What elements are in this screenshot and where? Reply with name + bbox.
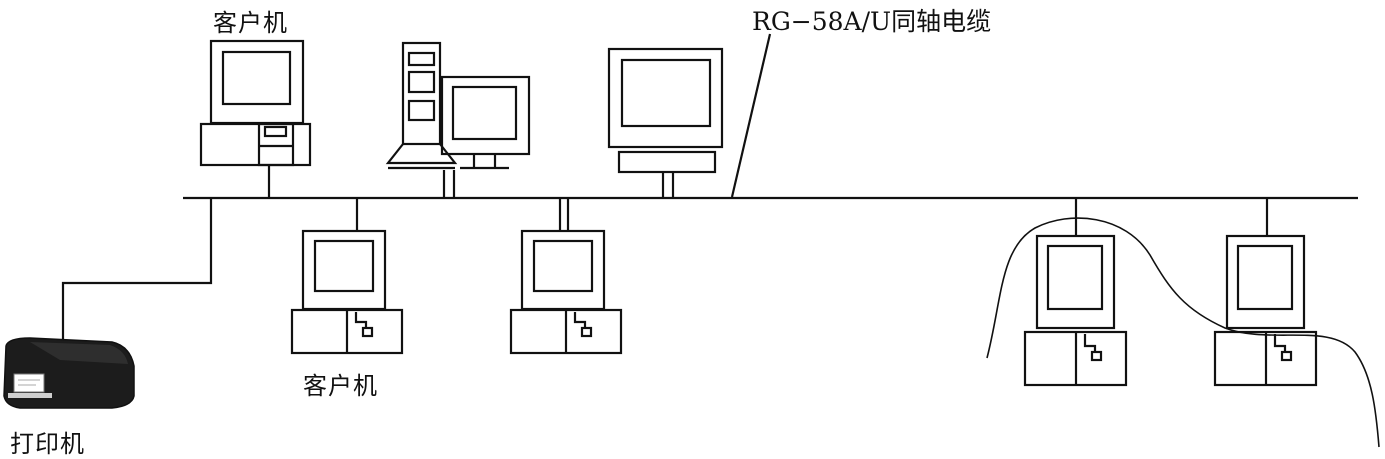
client-bottom-1 [292, 198, 402, 353]
cable-label-leader [732, 34, 770, 197]
client-remote-2 [1215, 198, 1316, 385]
printer-cable [63, 198, 211, 342]
client-top-left [201, 41, 310, 197]
cable-label: RG−58A/U同轴电缆 [752, 2, 991, 38]
printer-label: 打印机 [10, 424, 85, 459]
terminal-icon [609, 49, 722, 147]
client-label-top: 客户机 [213, 3, 288, 38]
printer-icon [4, 338, 134, 408]
client-label-bottom: 客户机 [303, 366, 378, 401]
terminal-top-right [609, 49, 722, 197]
client-bottom-2 [511, 198, 621, 353]
server-tower [388, 43, 529, 197]
